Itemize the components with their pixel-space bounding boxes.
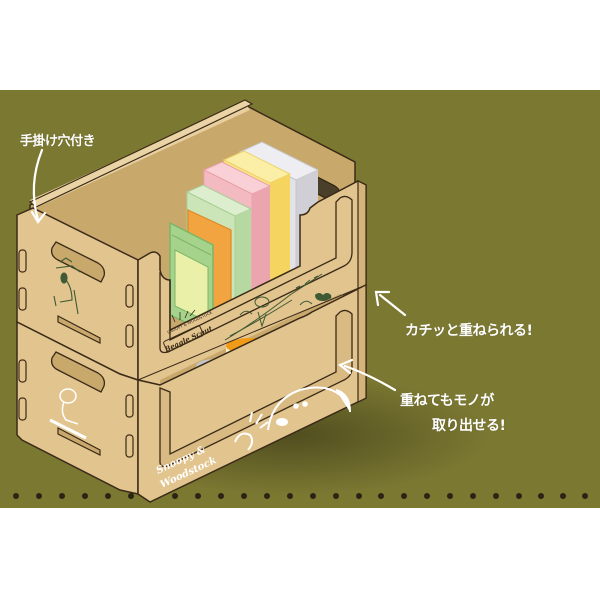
- arrow-stack-icon: [378, 293, 407, 317]
- hiking-snoopy-print: [224, 273, 332, 341]
- books-group: [169, 141, 320, 337]
- top-box-right-edge: [357, 180, 367, 290]
- product-feature-panel: SNOOPY & WOODSTOCK Beagle Scout: [0, 90, 600, 508]
- callout-click-stack: カチッと重ねられる!: [405, 323, 533, 339]
- bottom-box-left-panel: [16, 320, 139, 495]
- bottom-left-handle-hole-icon: [50, 351, 106, 393]
- scout-snoopy-print: [53, 257, 81, 315]
- bottom-side-connector-tabs: [18, 359, 134, 458]
- stack-seam: [137, 284, 367, 381]
- white-snoopy-print: [49, 388, 87, 440]
- left-handle-hole-icon: [50, 241, 106, 283]
- left-lower-slot: [57, 315, 101, 344]
- bottom-box-front-panel: [137, 283, 367, 503]
- dotted-border: [13, 493, 588, 499]
- arrow-access-icon: [343, 364, 397, 392]
- stacked-box-illustration: SNOOPY & WOODSTOCK Beagle Scout: [16, 99, 490, 503]
- arrow-handle-icon: [32, 148, 44, 222]
- callout-arrows: [30, 148, 407, 392]
- snoopy-face-print: [234, 386, 351, 451]
- top-box-front-panel: [137, 180, 367, 386]
- bottom-box-right-edge: [357, 284, 367, 403]
- top-box-front-opening: [159, 195, 353, 354]
- callout-access-line1: 重ねてもモノが: [400, 393, 494, 409]
- callout-access-line2: 取り出せる!: [432, 418, 506, 434]
- bottom-left-lower-slot: [57, 427, 101, 456]
- page-bottom-margin: [0, 508, 600, 600]
- callout-handle-holes: 手掛け穴付き: [20, 134, 96, 149]
- side-connector-tabs: [18, 249, 134, 348]
